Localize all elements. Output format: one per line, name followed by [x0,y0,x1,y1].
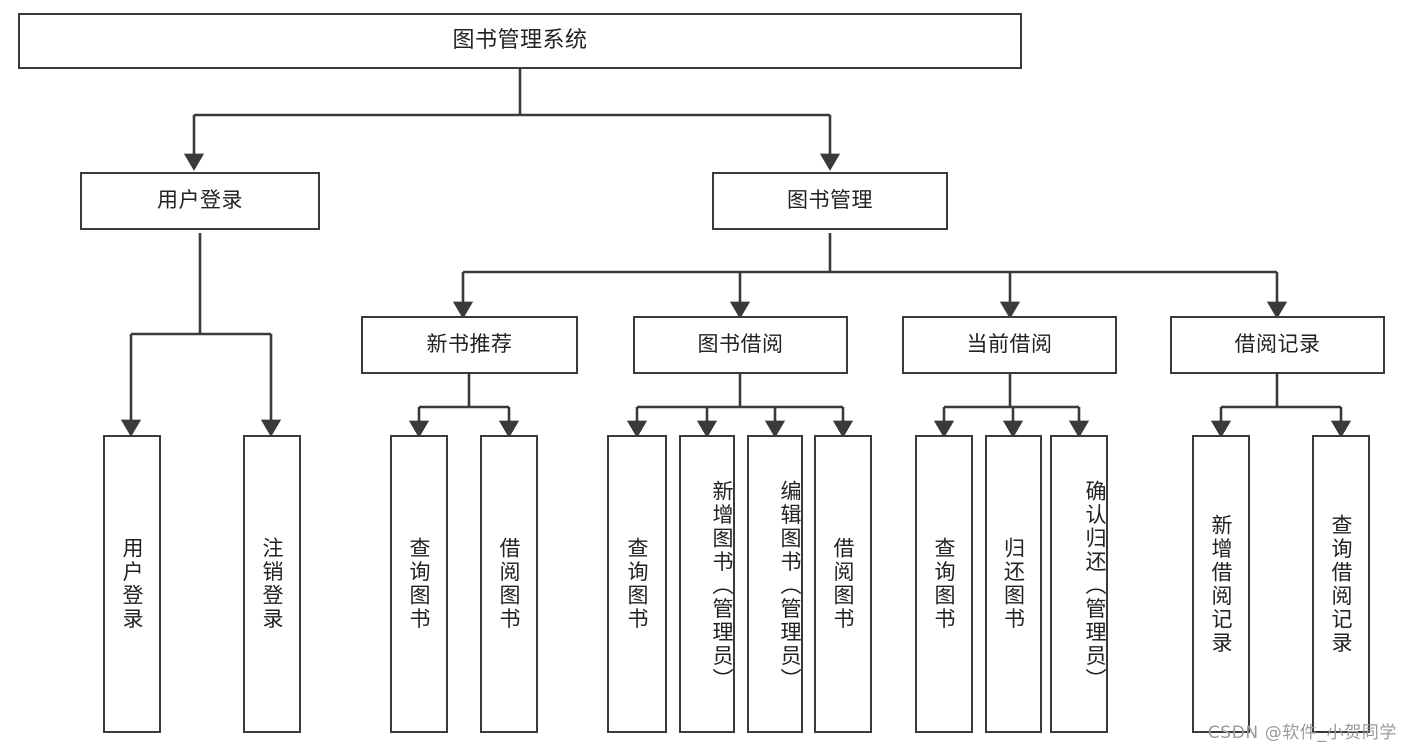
leaf-label: 查询图书 [407,537,432,631]
node-borrow-record-label: 借阅记录 [1234,332,1321,357]
leaf-label: 借阅图书 [831,537,856,631]
node-user-login-label: 用户登录 [157,188,243,213]
node-book-management[interactable]: 图书管理 [712,172,948,230]
leaf-label: 编辑图书（管理员） [778,480,802,692]
leaf-user-login-logout[interactable]: 注销登录 [243,435,301,733]
node-current-borrow-label: 当前借阅 [966,332,1053,357]
leaf-record-add-record[interactable]: 新增借阅记录 [1192,435,1250,733]
node-user-login[interactable]: 用户登录 [80,172,320,230]
csdn-watermark: CSDN @软件_小贺同学 [1207,723,1397,743]
leaf-record-query-record[interactable]: 查询借阅记录 [1312,435,1370,733]
node-new-book-recommend[interactable]: 新书推荐 [361,316,578,374]
leaf-borrow-add-book-admin[interactable]: 新增图书（管理员） [679,435,735,733]
leaf-recommend-query-book[interactable]: 查询图书 [390,435,448,733]
leaf-current-query-book[interactable]: 查询图书 [915,435,973,733]
leaf-recommend-borrow-book[interactable]: 借阅图书 [480,435,538,733]
node-new-book-recommend-label: 新书推荐 [426,332,513,357]
leaf-label: 借阅图书 [497,537,522,631]
leaf-label: 查询借阅记录 [1329,513,1354,655]
leaf-label: 查询图书 [625,537,650,631]
leaf-label: 确认归还（管理员） [1083,480,1107,692]
leaf-current-confirm-return-admin[interactable]: 确认归还（管理员） [1050,435,1108,733]
node-root[interactable]: 图书管理系统 [18,13,1022,69]
leaf-label: 注销登录 [260,537,285,631]
leaf-borrow-query-book[interactable]: 查询图书 [607,435,667,733]
leaf-user-login-login[interactable]: 用户登录 [103,435,161,733]
leaf-label: 用户登录 [120,537,145,631]
node-borrow-record[interactable]: 借阅记录 [1170,316,1385,374]
node-book-borrow[interactable]: 图书借阅 [633,316,848,374]
leaf-label: 新增图书（管理员） [710,480,734,692]
node-book-borrow-label: 图书借阅 [697,332,784,357]
leaf-borrow-borrow-book[interactable]: 借阅图书 [814,435,872,733]
leaf-label: 查询图书 [932,537,957,631]
node-book-management-label: 图书管理 [787,188,873,213]
leaf-current-return-book[interactable]: 归还图书 [985,435,1042,733]
leaf-label: 新增借阅记录 [1209,513,1234,655]
node-current-borrow[interactable]: 当前借阅 [902,316,1117,374]
leaf-borrow-edit-book-admin[interactable]: 编辑图书（管理员） [747,435,803,733]
node-root-label: 图书管理系统 [452,27,588,53]
leaf-label: 归还图书 [1001,537,1026,631]
